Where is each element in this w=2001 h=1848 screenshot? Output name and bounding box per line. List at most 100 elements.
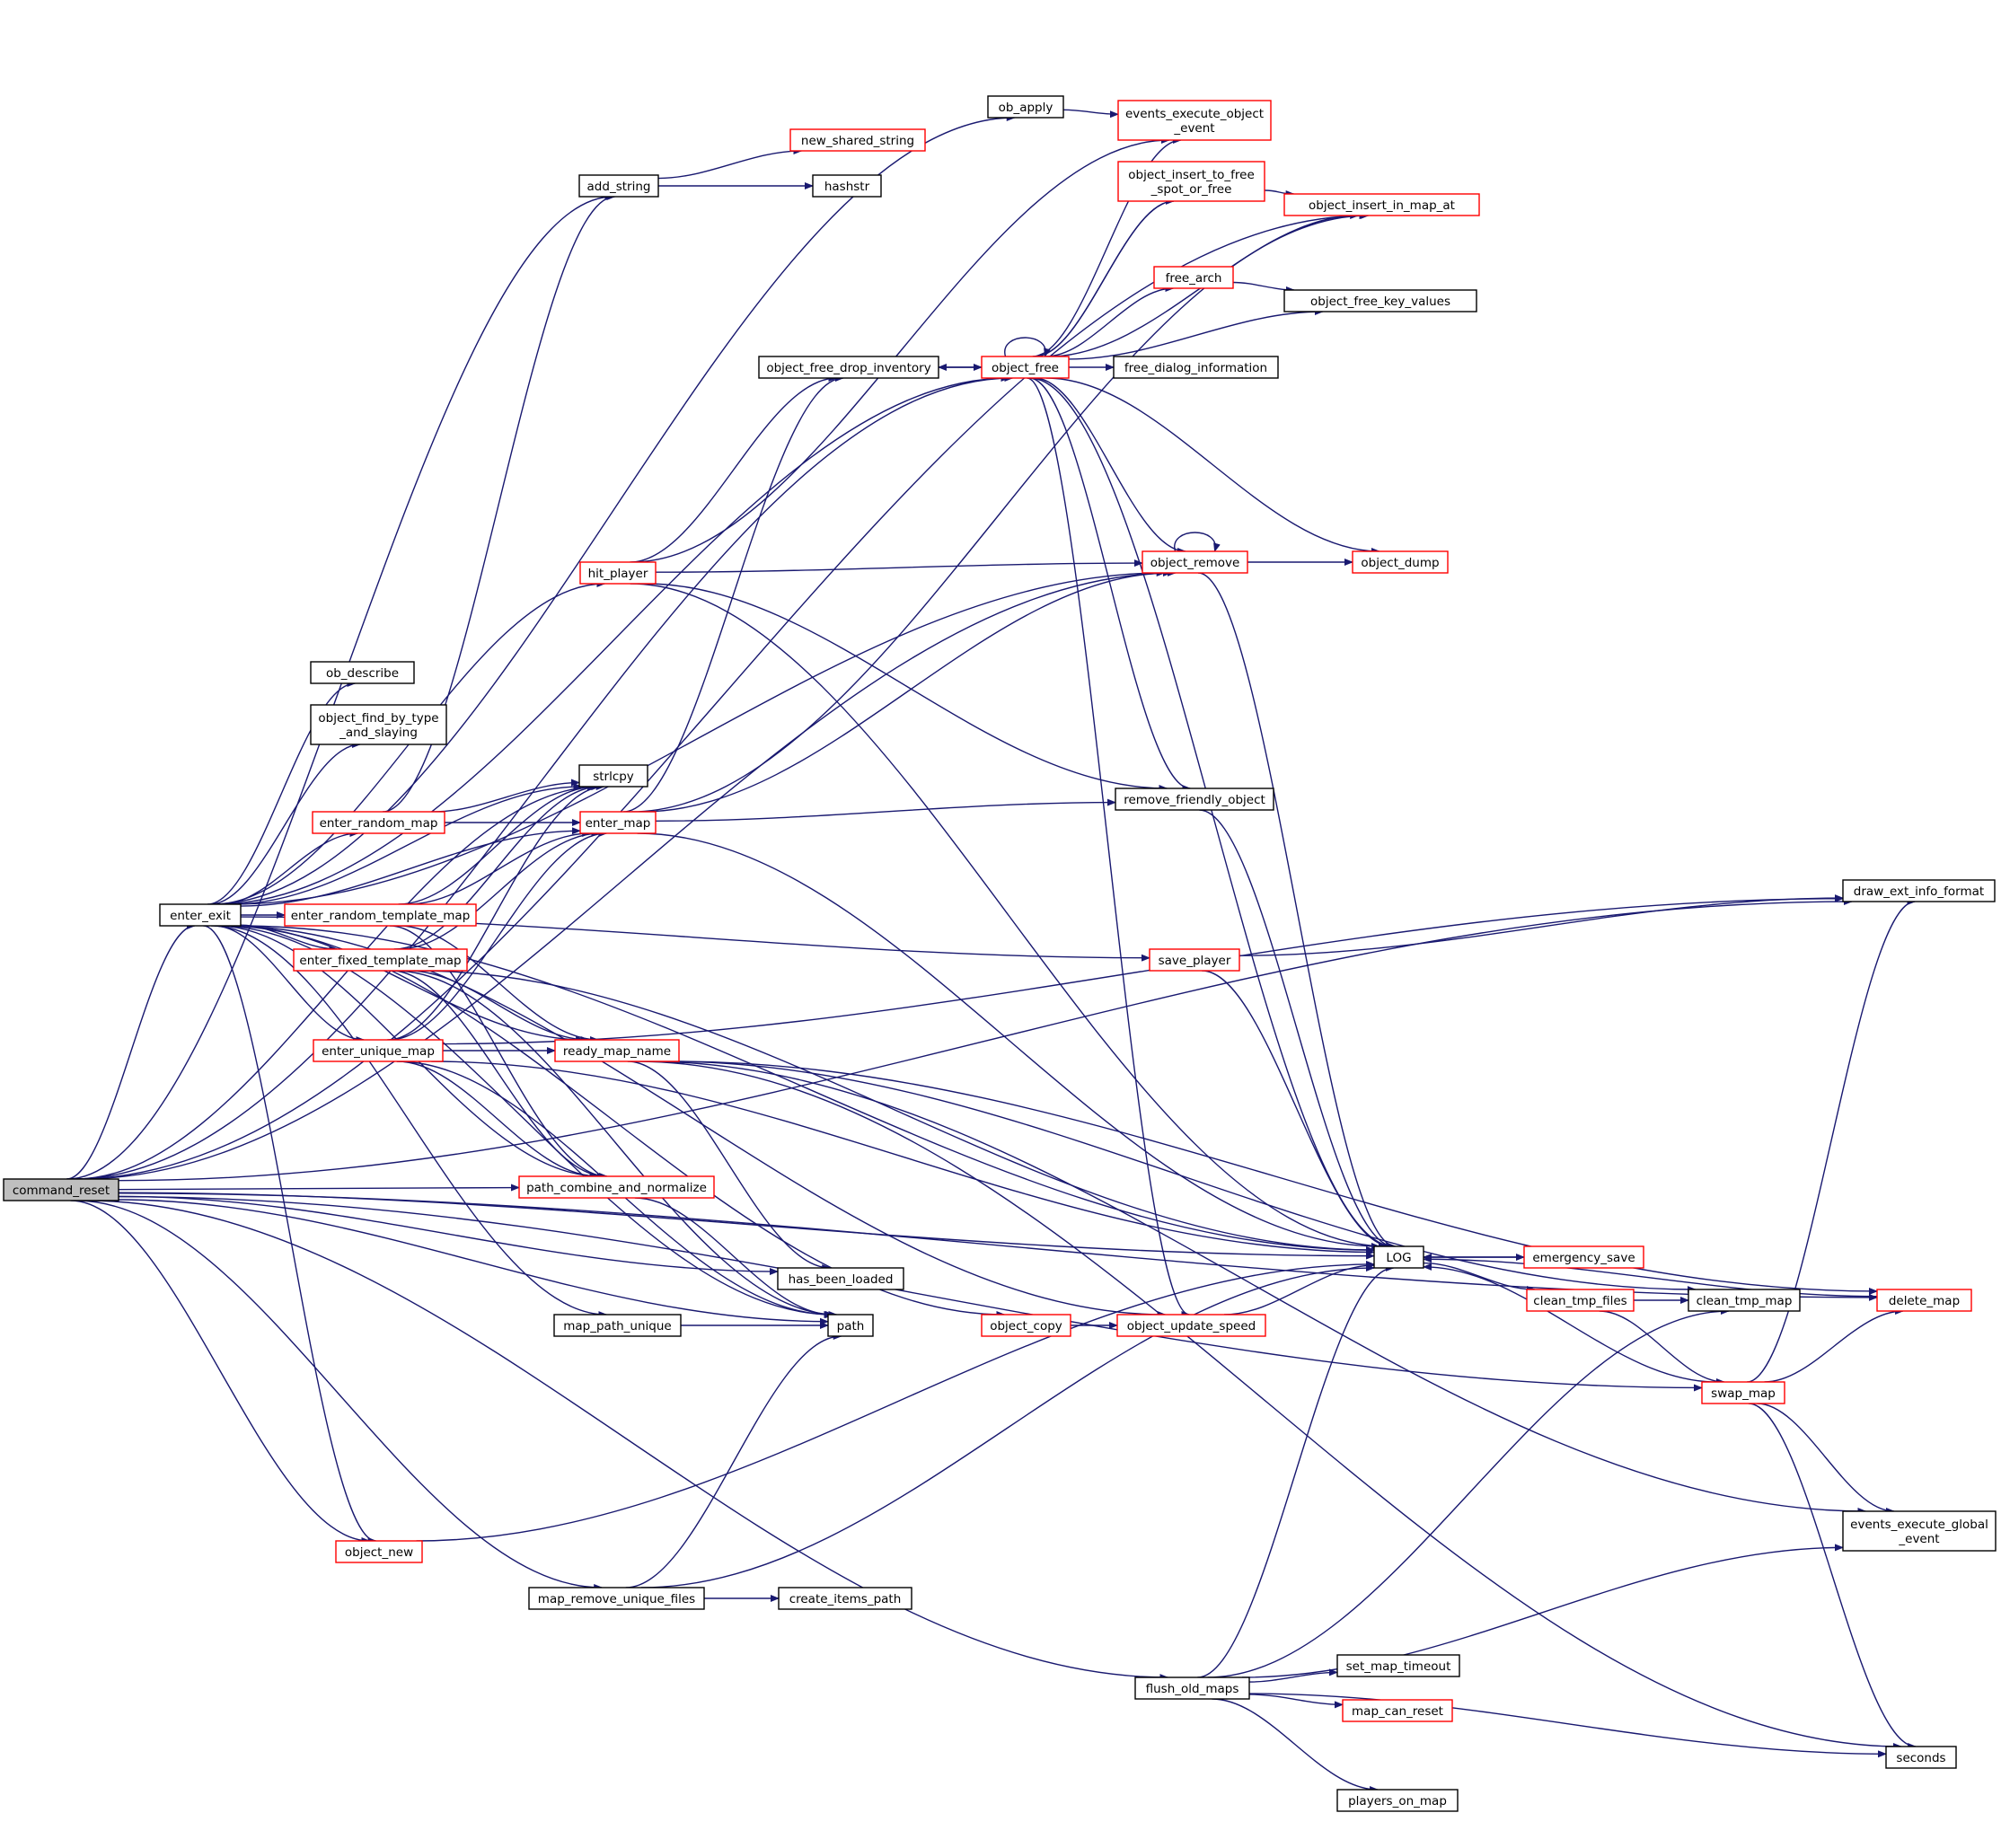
edge-enter-random-template-map-to-strlcpy [398, 783, 596, 905]
node-object-new[interactable]: object_new [335, 1540, 423, 1563]
edge-delete-map-to-LOG [1423, 1255, 1878, 1298]
node-save-player[interactable]: save_player [1149, 948, 1240, 972]
node-LOG[interactable]: LOG [1373, 1245, 1424, 1269]
node-object-insert-to-free-spot-or-free[interactable]: object_insert_to_free_spot_or_free [1117, 161, 1265, 202]
node-label: object_new [345, 1545, 413, 1560]
node-players-on-map[interactable]: players_on_map [1336, 1789, 1459, 1812]
edge-enter-fixed-template-map-to-strlcpy [393, 783, 601, 950]
node-label: map_remove_unique_files [538, 1592, 695, 1606]
edge-enter-exit-to-ready-map-name [233, 925, 586, 1043]
node-clean-tmp-files[interactable]: clean_tmp_files [1526, 1289, 1635, 1312]
node-box [528, 1587, 705, 1610]
node-box [310, 704, 447, 745]
edge-object-free-to-free-arch [1045, 285, 1175, 357]
node-flush-old-maps[interactable]: flush_old_maps [1134, 1676, 1250, 1700]
node-box [1701, 1381, 1785, 1404]
node-ob-describe[interactable]: ob_describe [310, 661, 415, 684]
node-label: hit_player [588, 567, 648, 581]
edge-ready-map-name-to-events-execute-global-event [646, 1060, 1867, 1515]
node-has-been-loaded[interactable]: has_been_loaded [777, 1267, 904, 1290]
node-object-remove[interactable]: object_remove [1142, 550, 1248, 574]
edge-enter-unique-map-to-strlcpy [387, 783, 605, 1041]
node-new-shared-string[interactable]: new_shared_string [789, 128, 926, 152]
node-object-free-key-values[interactable]: object_free_key_values [1283, 289, 1477, 312]
node-events-execute-global-event[interactable]: events_execute_global_event [1842, 1510, 1997, 1552]
node-label: object_insert_to_free [1128, 168, 1255, 182]
node-label: object_dump [1361, 556, 1439, 570]
node-box [1688, 1289, 1801, 1312]
node-object-copy[interactable]: object_copy [981, 1314, 1071, 1337]
edge-enter-map-to-object-remove [641, 569, 1172, 813]
node-set-map-timeout[interactable]: set_map_timeout [1336, 1654, 1460, 1677]
node-free-dialog-information[interactable]: free_dialog_information [1113, 356, 1279, 379]
edge-enter-unique-map-to-path-combine-and-normalize [396, 1060, 599, 1180]
node-delete-map[interactable]: delete_map [1876, 1289, 1972, 1312]
node-ob-apply[interactable]: ob_apply [987, 95, 1064, 119]
node-path-combine-and-normalize[interactable]: path_combine_and_normalize [518, 1175, 715, 1199]
node-create-items-path[interactable]: create_items_path [778, 1587, 912, 1610]
node-remove-friendly-object[interactable]: remove_friendly_object [1115, 788, 1274, 811]
node-object-free[interactable]: object_free [981, 356, 1070, 379]
edge-flush-old-maps-to-clean-tmp-map [1207, 1307, 1730, 1678]
node-hit-player[interactable]: hit_player [579, 561, 657, 585]
node-map-path-unique[interactable]: map_path_unique [553, 1314, 682, 1337]
node-label: remove_friendly_object [1124, 793, 1265, 807]
node-ready-map-name[interactable]: ready_map_name [554, 1039, 680, 1062]
node-seconds[interactable]: seconds [1885, 1746, 1957, 1769]
node-enter-random-map[interactable]: enter_random_map [312, 811, 445, 834]
node-label: free_arch [1166, 271, 1222, 286]
node-box [1113, 356, 1279, 379]
node-enter-unique-map[interactable]: enter_unique_map [313, 1039, 444, 1062]
node-box [778, 1587, 912, 1610]
node-box [777, 1267, 904, 1290]
node-map-remove-unique-files[interactable]: map_remove_unique_files [528, 1587, 705, 1610]
node-label: ob_apply [999, 101, 1053, 115]
node-map-can-reset[interactable]: map_can_reset [1342, 1699, 1453, 1722]
node-enter-exit[interactable]: enter_exit [159, 903, 242, 927]
node-label: object_free_drop_inventory [766, 361, 930, 375]
node-draw-ext-info-format[interactable]: draw_ext_info_format [1842, 879, 1996, 902]
node-enter-random-template-map[interactable]: enter_random_template_map [284, 903, 477, 927]
edge-enter-random-template-map-to-enter-map [408, 830, 592, 905]
edge-flush-old-maps-to-set-map-timeout [1248, 1668, 1338, 1683]
node-box [579, 811, 657, 834]
node-strlcpy[interactable]: strlcpy [578, 764, 648, 788]
node-enter-fixed-template-map[interactable]: enter_fixed_template_map [293, 948, 468, 972]
node-object-insert-in-map-at[interactable]: object_insert_in_map_at [1283, 193, 1480, 216]
node-object-find-by-type-and-slaying[interactable]: object_find_by_type_and_slaying [310, 704, 447, 745]
node-emergency-save[interactable]: emergency_save [1523, 1245, 1644, 1269]
node-box [3, 1178, 119, 1201]
node-box [758, 356, 939, 379]
node-events-execute-object-event[interactable]: events_execute_object_event [1117, 100, 1272, 141]
node-path[interactable]: path [827, 1314, 874, 1337]
edge-enter-exit-to-enter-unique-map [214, 925, 366, 1043]
node-swap-map[interactable]: swap_map [1701, 1381, 1785, 1404]
node-box [1842, 1510, 1997, 1552]
edge-map-remove-unique-files-to-LOG [641, 1264, 1375, 1588]
node-object-update-speed[interactable]: object_update_speed [1116, 1314, 1266, 1337]
edge-object-remove-to-object-remove [1174, 532, 1221, 552]
edge-command-reset-to-delete-map [118, 1192, 1878, 1301]
node-label: enter_random_map [320, 816, 438, 831]
edge-flush-old-maps-to-seconds [1248, 1693, 1887, 1758]
node-command-reset[interactable]: command_reset [3, 1178, 119, 1201]
edge-enter-random-map-to-strlcpy [432, 779, 580, 813]
node-hashstr[interactable]: hashstr [812, 174, 882, 198]
node-label: save_player [1159, 954, 1231, 968]
edge-enter-random-template-map-to-ready-map-name [399, 925, 600, 1043]
node-add-string[interactable]: add_string [578, 174, 659, 198]
node-object-free-drop-inventory[interactable]: object_free_drop_inventory [758, 356, 939, 379]
edge-command-reset-to-has-been-loaded [118, 1195, 779, 1276]
edge-command-reset-to-map-remove-unique-files [75, 1200, 604, 1591]
edge-hit-player-to-object-free-drop-inventory [630, 374, 838, 563]
node-label: new_shared_string [801, 134, 914, 148]
node-object-dump[interactable]: object_dump [1352, 550, 1449, 574]
node-enter-map[interactable]: enter_map [579, 811, 657, 834]
edge-command-reset-to-path [118, 1199, 829, 1325]
node-box [579, 561, 657, 585]
edge-command-reset-to-object-new [70, 1200, 371, 1544]
node-clean-tmp-map[interactable]: clean_tmp_map [1688, 1289, 1801, 1312]
node-free-arch[interactable]: free_arch [1153, 266, 1234, 289]
edge-add-string-to-new-shared-string [657, 147, 803, 180]
